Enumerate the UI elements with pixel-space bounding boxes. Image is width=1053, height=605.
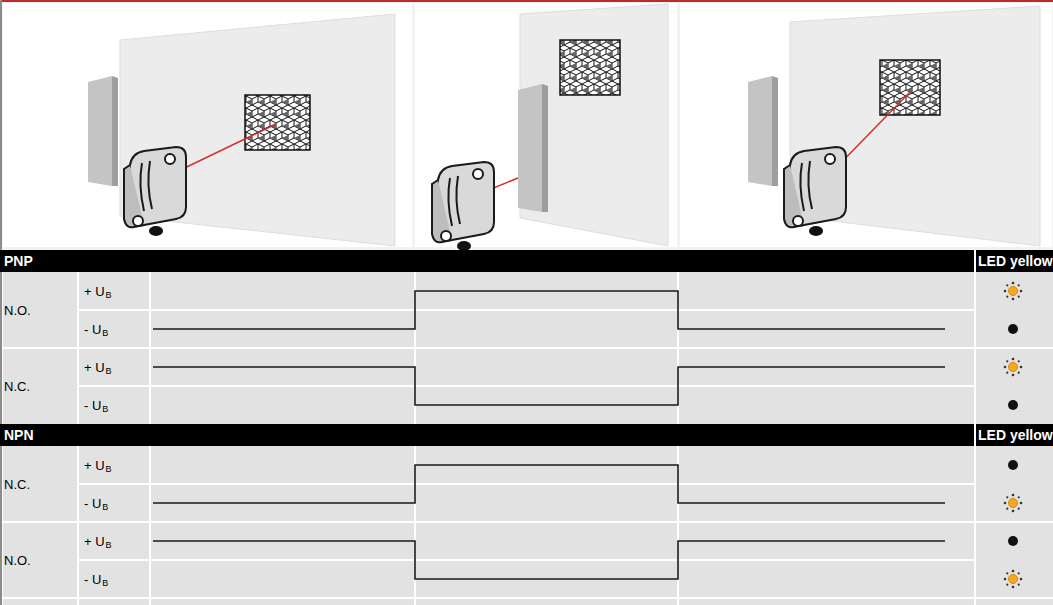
signal-name: + U [84,458,105,473]
signal-subscript: B [106,290,112,300]
signal-name: - U [84,322,101,337]
signal-name: - U [84,496,101,511]
signal-name: + U [84,284,105,299]
band-title: PNP [4,253,33,269]
contact-type: N.C. [4,379,30,394]
signal-subscript: B [106,540,112,550]
signal-subscript: B [102,404,108,414]
signal-subscript: B [102,502,108,512]
signal-subscript: B [106,464,112,474]
contact-type: N.O. [4,553,31,568]
column-separator [974,250,976,272]
header-band: PNP LED yellow [0,250,1053,272]
contact-type: N.O. [4,303,31,318]
header-band: NPN LED yellow [0,424,1053,446]
signal-name: + U [84,360,105,375]
signal-name: + U [84,534,105,549]
signal-name: - U [84,572,101,587]
contact-type: N.C. [4,477,30,492]
signal-name: - U [84,398,101,413]
column-heading: LED yellow [978,427,1053,443]
signal-subscript: B [106,366,112,376]
band-title: NPN [4,427,34,443]
signal-subscript: B [102,578,108,588]
signal-subscript: B [102,328,108,338]
column-separator [974,424,976,446]
column-heading: LED yellow [978,253,1053,269]
